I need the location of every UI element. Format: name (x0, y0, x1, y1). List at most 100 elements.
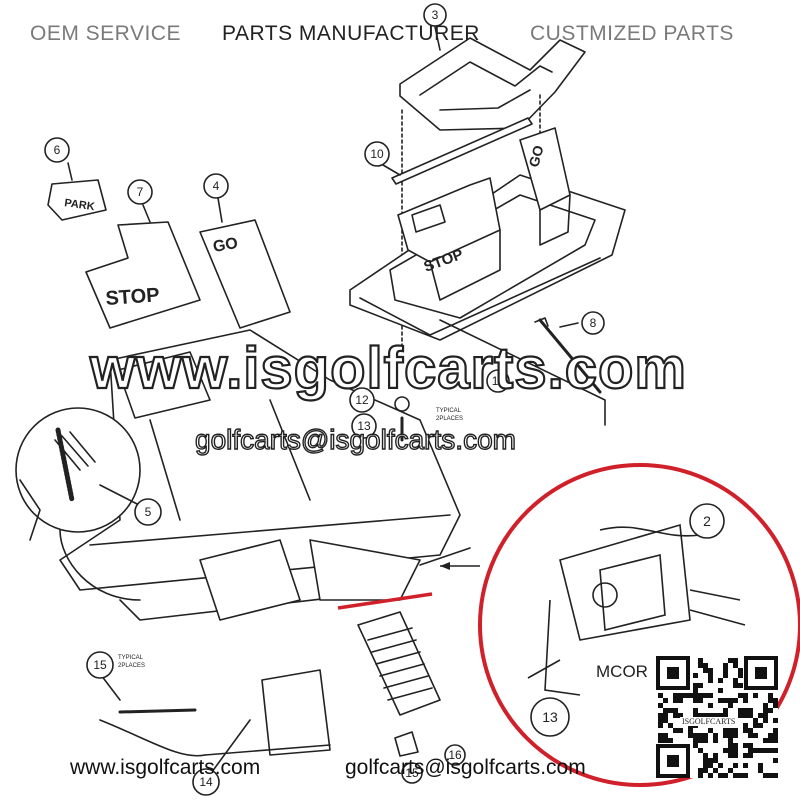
pedal-housing (349, 174, 626, 341)
qr-module (713, 758, 718, 763)
qr-module (673, 693, 678, 698)
footer-site-link[interactable]: www.isgolfcarts.com (70, 756, 261, 779)
qr-module (708, 693, 713, 698)
qr-module (693, 708, 698, 713)
qr-module (733, 728, 738, 733)
qr-module (673, 728, 678, 733)
qr-module (703, 758, 708, 763)
qr-module (683, 693, 688, 698)
callout-15-left: 15 (93, 658, 107, 672)
go-pedal-label: GO (525, 143, 546, 168)
qr-module (768, 733, 773, 738)
qr-module (723, 673, 728, 678)
qr-module (748, 713, 753, 718)
qr-module (758, 748, 763, 753)
qr-module (713, 768, 718, 773)
qr-module (723, 748, 728, 753)
qr-module (733, 733, 738, 738)
qr-module (663, 708, 668, 713)
qr-module (728, 753, 733, 758)
qr-module (723, 773, 728, 778)
qr-module (723, 668, 728, 673)
qr-module (763, 738, 768, 743)
qr-module (773, 758, 778, 763)
callout-2: 2 (703, 513, 711, 529)
qr-module (688, 693, 693, 698)
qr-module (733, 698, 738, 703)
qr-module (723, 663, 728, 668)
qr-module (693, 743, 698, 748)
qr-module (753, 723, 758, 728)
qr-module (773, 718, 778, 723)
callout-16: 16 (448, 748, 462, 762)
qr-module (753, 748, 758, 753)
qr-module (733, 763, 738, 768)
qr-module (703, 713, 708, 718)
qr-module (733, 663, 738, 668)
qr-module (713, 753, 718, 758)
qr-module (673, 698, 678, 703)
typical-places-upper: TYPICAL (436, 408, 462, 414)
watermark-email: golfcarts@isgolfcarts.com (194, 423, 516, 455)
qr-module (658, 693, 663, 698)
qr-module (773, 728, 778, 733)
qr-module (728, 728, 733, 733)
qr-module (703, 753, 708, 758)
callout-6: 7 (137, 185, 144, 199)
qr-module (738, 683, 743, 688)
qr-module (738, 713, 743, 718)
qr-module (743, 763, 748, 768)
qr-module (708, 713, 713, 718)
qr-module (698, 658, 703, 663)
callout-8: 8 (590, 316, 597, 330)
qr-module (698, 663, 703, 668)
callout-5: 6 (54, 143, 61, 157)
park-label: PARK (64, 197, 96, 213)
qr-module (698, 738, 703, 743)
qr-module (658, 703, 663, 708)
qr-module (693, 683, 698, 688)
footer-email-link[interactable]: golfcarts@isgolfcarts.com (345, 756, 586, 779)
qr-module (658, 723, 663, 728)
qr-module (698, 683, 703, 688)
qr-module (678, 728, 683, 733)
callout-12: 12 (355, 393, 369, 407)
qr-module (718, 678, 723, 683)
qr-module (718, 713, 723, 718)
qr-module (703, 733, 708, 738)
qr-module (693, 733, 698, 738)
qr-module (668, 723, 673, 728)
qr-module (728, 748, 733, 753)
qr-module (663, 698, 668, 703)
highlight-line (337, 592, 433, 610)
qr-module (773, 698, 778, 703)
header-customized-parts: CUSTMIZED PARTS (530, 22, 734, 45)
qr-module (728, 658, 733, 663)
qr-module (723, 713, 728, 718)
qr-module (733, 658, 738, 663)
qr-module (728, 743, 733, 748)
qr-module (743, 708, 748, 713)
qr-module (663, 733, 668, 738)
qr-module (678, 693, 683, 698)
qr-module (703, 693, 708, 698)
qr-module (773, 703, 778, 708)
qr-module (738, 673, 743, 678)
qr-module (728, 698, 733, 703)
qr-module (763, 713, 768, 718)
qr-code (656, 656, 778, 778)
qr-module (773, 773, 778, 778)
qr-module (733, 773, 738, 778)
qr-module (753, 693, 758, 698)
go-plate-label: GO (212, 235, 239, 256)
qr-module (698, 773, 703, 778)
qr-module (708, 773, 713, 778)
qr-module (768, 738, 773, 743)
qr-module (743, 698, 748, 703)
qr-module (688, 733, 693, 738)
qr-module (698, 748, 703, 753)
qr-module (663, 713, 668, 718)
qr-module (738, 693, 743, 698)
qr-module (733, 748, 738, 753)
